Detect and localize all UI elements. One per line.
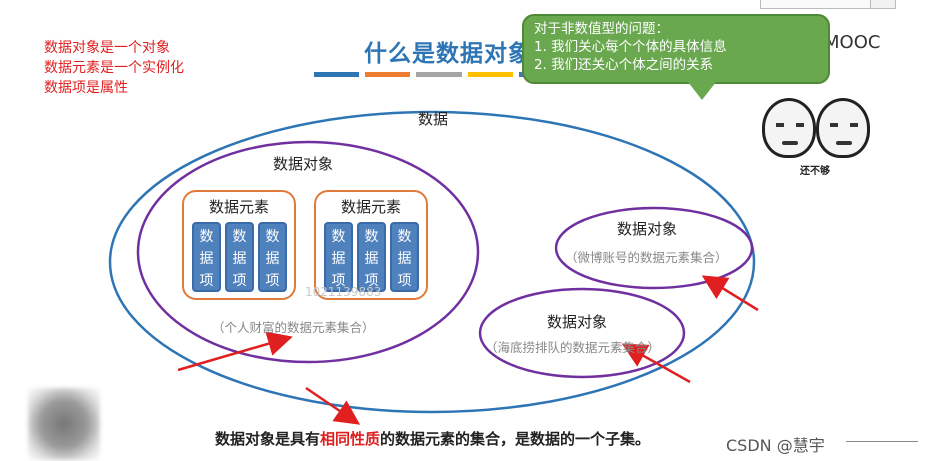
haidilao-object-ellipse bbox=[478, 287, 686, 379]
bubble-line-2: 1. 我们关心每个个体的具体信息 bbox=[534, 39, 727, 55]
note-item: 数据项是属性 bbox=[44, 80, 128, 96]
panda-meme-image bbox=[758, 96, 874, 160]
outer-data-ellipse bbox=[108, 110, 756, 414]
big-object-caption: （个人财富的数据元素集合） bbox=[212, 320, 375, 335]
data-item-box: 数据项 bbox=[192, 222, 221, 292]
data-element-label: 数据元素 bbox=[208, 198, 269, 216]
note-element: 数据元素是一个实例化 bbox=[44, 60, 184, 76]
annotation-notes: 数据对象是一个对象 数据元素是一个实例化 数据项是属性 bbox=[44, 38, 184, 98]
summary-highlight: 相同性质 bbox=[320, 430, 381, 448]
color-bar-segment bbox=[365, 72, 411, 77]
arrow-to-weibo-object bbox=[701, 275, 759, 312]
data-element-box: 数据元素 数据项 数据项 数据项 bbox=[314, 190, 428, 300]
toolbar-scroll-button[interactable] bbox=[870, 0, 896, 9]
color-bar-segment bbox=[416, 72, 462, 77]
data-item-box: 数据项 bbox=[258, 222, 287, 292]
speech-bubble: 对于非数值型的问题： 1. 我们关心每个个体的具体信息 2. 我们还关心个体之间… bbox=[522, 14, 830, 84]
data-item-box: 数据项 bbox=[357, 222, 386, 292]
summary-part-1: 数据对象是具有 bbox=[215, 430, 321, 448]
big-object-label: 数据对象 bbox=[273, 155, 334, 173]
bubble-line-3: 2. 我们还关心个体之间的关系 bbox=[534, 57, 714, 73]
haidilao-object-caption: （海底捞排队的数据元素集合） bbox=[485, 340, 661, 355]
watermark-text: 1021139883 bbox=[305, 285, 382, 299]
speech-bubble-tail bbox=[688, 82, 716, 100]
arrow-to-summary bbox=[305, 386, 361, 425]
color-bar-segment bbox=[467, 72, 513, 77]
data-item-box: 数据项 bbox=[225, 222, 254, 292]
note-object: 数据对象是一个对象 bbox=[44, 40, 170, 56]
weibo-object-label: 数据对象 bbox=[617, 220, 678, 238]
weibo-object-caption: （微博账号的数据元素集合） bbox=[565, 250, 728, 265]
csdn-credit: CSDN @慧宇 bbox=[726, 436, 825, 455]
bubble-line-1: 对于非数值型的问题： bbox=[534, 21, 669, 37]
data-item-box: 数据项 bbox=[324, 222, 353, 292]
arrow-to-big-object bbox=[177, 331, 293, 372]
data-element-label: 数据元素 bbox=[340, 198, 401, 216]
credit-underline bbox=[846, 441, 918, 442]
summary-part-2: 的数据元素的集合，是数据的一个子集。 bbox=[380, 430, 651, 448]
big-object-ellipse bbox=[136, 140, 480, 364]
data-item-box: 数据项 bbox=[390, 222, 419, 292]
haidilao-object-label: 数据对象 bbox=[547, 313, 608, 331]
blurred-thumbnail bbox=[28, 388, 100, 460]
panda-face-icon bbox=[762, 98, 816, 158]
summary-sentence: 数据对象是具有相同性质的数据元素的集合，是数据的一个子集。 bbox=[215, 428, 650, 449]
meme-caption: 还不够 bbox=[800, 166, 830, 177]
weibo-object-ellipse bbox=[554, 206, 754, 290]
data-label: 数据 bbox=[418, 110, 449, 128]
panda-face-icon bbox=[816, 98, 870, 158]
color-bar-segment bbox=[314, 72, 360, 77]
data-element-box: 数据元素 数据项 数据项 数据项 bbox=[182, 190, 296, 300]
arrow-to-haidilao-object bbox=[621, 343, 691, 384]
slide-title: 什么是数据对象 bbox=[364, 41, 532, 67]
